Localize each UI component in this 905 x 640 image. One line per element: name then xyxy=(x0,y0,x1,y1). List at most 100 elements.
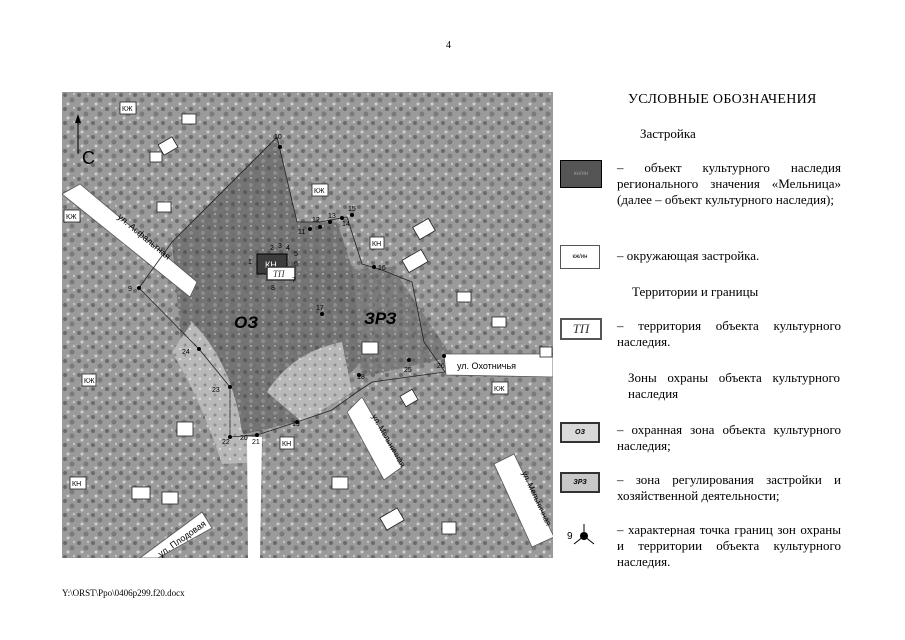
building xyxy=(119,101,137,115)
point-number: 22 xyxy=(222,439,230,446)
point-number: 12 xyxy=(312,217,320,224)
tp-swatch: ТП xyxy=(560,318,602,340)
map-canvas: КН ТП КЖ КЖ КЖ КЖ КН КН КН xyxy=(62,92,553,558)
zone-boundary xyxy=(138,136,446,438)
tp-territory xyxy=(266,266,296,281)
building xyxy=(456,291,472,303)
boundary-point xyxy=(328,220,332,224)
point-number: 25 xyxy=(404,367,412,374)
point-swatch-label: 9 xyxy=(567,531,573,542)
legend-section-territories: Территории и границы xyxy=(632,284,759,299)
river-area xyxy=(172,322,262,464)
building xyxy=(441,521,457,535)
building xyxy=(69,476,87,490)
heritage-swatch: кн/ин xyxy=(560,160,602,188)
zrz-legend-text: – зона регулирования застройки и хозяйст… xyxy=(617,472,841,503)
zrz-swatch: ЗРЗ xyxy=(560,472,600,493)
road-plodovaya xyxy=(139,511,213,558)
point-number: 9 xyxy=(128,286,132,293)
north-arrow-label: С xyxy=(82,148,95,168)
point-number: 21 xyxy=(252,439,260,446)
point-number: 8 xyxy=(271,285,275,292)
boundary-point xyxy=(357,373,361,377)
building-kzh-label: КЖ xyxy=(84,378,95,385)
boundary-point xyxy=(228,385,232,389)
point-number: 6 xyxy=(294,261,298,268)
building xyxy=(399,388,419,408)
street-label-okhotnichya: ул. Охотничья xyxy=(457,361,516,371)
building-kzh-label: КЖ xyxy=(66,214,77,221)
building xyxy=(369,236,385,250)
boundary-point xyxy=(137,286,141,290)
page-number: 4 xyxy=(446,40,451,51)
point-number: 1 xyxy=(248,259,252,266)
point-number: 13 xyxy=(328,213,336,220)
building-kzh-label: КЖ xyxy=(314,188,325,195)
point-number: 2 xyxy=(270,245,274,252)
building xyxy=(81,373,97,387)
point-swatch: 9 xyxy=(560,522,600,550)
built-legend-text: – окружающая застройка. xyxy=(617,248,760,263)
point-number: 16 xyxy=(378,265,386,272)
map: КН ТП КЖ КЖ КЖ КЖ КН КН КН xyxy=(62,92,553,558)
boundary-point xyxy=(350,213,354,217)
building xyxy=(156,201,172,213)
point-number: 20 xyxy=(240,435,248,442)
building-kzh-label: КЖ xyxy=(494,386,505,393)
legend-title: УСЛОВНЫЕ ОБОЗНАЧЕНИЯ xyxy=(628,92,817,107)
building xyxy=(401,248,429,274)
point-number: 3 xyxy=(278,243,282,250)
point-number: 24 xyxy=(182,349,190,356)
building xyxy=(331,476,349,490)
road-asfaltnaya xyxy=(62,183,198,298)
building xyxy=(379,507,405,531)
road-south xyxy=(247,437,262,558)
point-number: 11 xyxy=(298,229,305,236)
boundary-point xyxy=(372,265,376,269)
building-kn-label: КН xyxy=(282,441,291,448)
building-kn-label: КН xyxy=(72,481,81,488)
point-numbers: 1 2 3 4 5 6 7 8 9 10 11 12 13 14 15 16 1… xyxy=(128,134,445,446)
oz-zone-label: ОЗ xyxy=(234,313,258,332)
point-number: 7 xyxy=(292,277,296,284)
building-kzh-label: КЖ xyxy=(122,106,133,113)
building-kn-label: КН xyxy=(372,241,381,248)
road-melnichnaya-2 xyxy=(493,453,553,548)
point-number: 18 xyxy=(357,374,365,381)
building xyxy=(491,381,509,395)
boundary-point xyxy=(278,145,282,149)
light-area-2 xyxy=(267,342,352,422)
point-swatch-dot xyxy=(580,532,588,540)
point-number: 15 xyxy=(348,206,356,213)
north-arrow: С xyxy=(75,114,95,168)
built-swatch: кж/ин xyxy=(560,245,600,269)
north-arrow-head xyxy=(75,114,81,123)
zrz-zone-label: ЗРЗ xyxy=(364,309,397,328)
heritage-legend-text: – объект культурного наследия региональн… xyxy=(617,160,841,207)
point-number: 19 xyxy=(292,421,300,428)
boundary-point xyxy=(308,227,312,231)
boundary-point xyxy=(295,420,299,424)
boundary-point xyxy=(228,435,232,439)
oz-swatch: ОЗ xyxy=(560,422,600,443)
boundary-point xyxy=(340,216,344,220)
building xyxy=(176,421,194,437)
building xyxy=(131,486,151,500)
building xyxy=(361,341,379,355)
surrounding-buildings xyxy=(63,101,553,535)
tp-territory-label: ТП xyxy=(273,269,285,279)
point-number: 5 xyxy=(294,251,298,258)
point-number: 26 xyxy=(437,363,445,370)
point-number: 23 xyxy=(212,387,220,394)
heritage-building-label: КН xyxy=(265,260,277,270)
boundary-point xyxy=(442,354,446,358)
building xyxy=(157,136,179,156)
building xyxy=(63,209,81,223)
boundary-point xyxy=(197,347,201,351)
building xyxy=(279,436,295,450)
point-number: 4 xyxy=(286,245,290,252)
building xyxy=(539,346,553,358)
road-melnichnaya-1 xyxy=(346,396,403,481)
road-okhotnichya xyxy=(443,353,553,378)
building xyxy=(149,151,163,163)
